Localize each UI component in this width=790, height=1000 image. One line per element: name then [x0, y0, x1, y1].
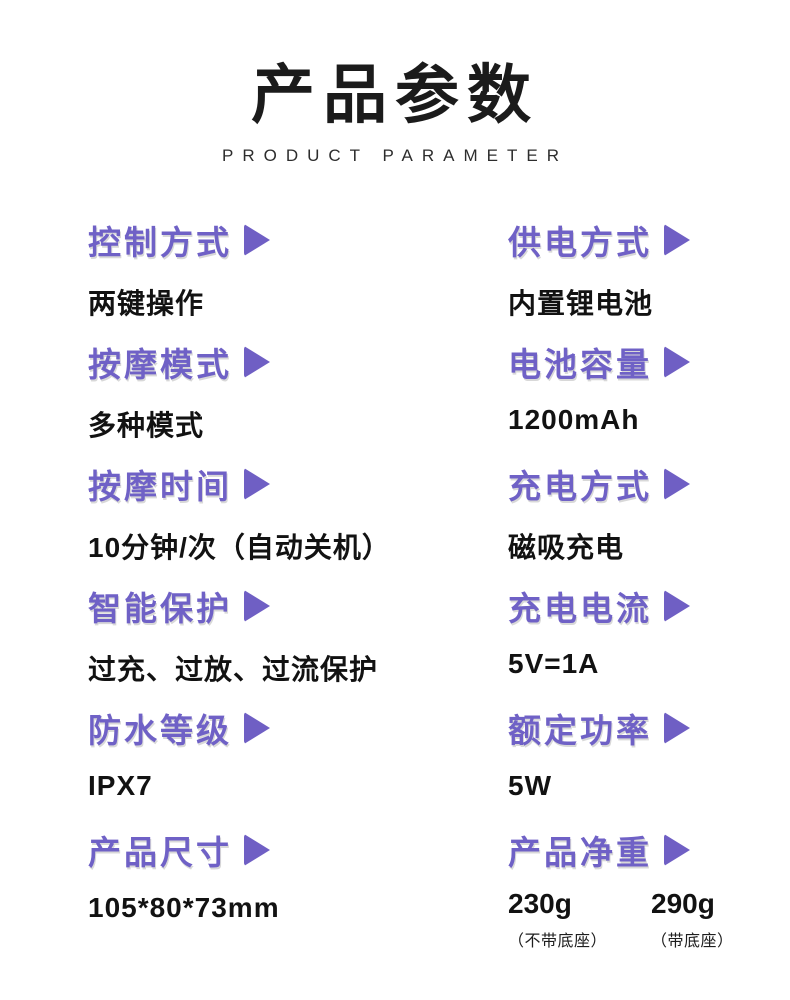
param-value: 过充、过放、过流保护 [88, 654, 379, 686]
param-value: 两键操作 [88, 288, 205, 320]
param-charging-current: 充电电流 5V=1A [508, 582, 790, 704]
param-label: 按摩模式 [88, 346, 232, 384]
param-label-row: 充电电流 [508, 582, 790, 630]
param-label: 额定功率 [508, 712, 652, 750]
param-label-row: 产品净重 [508, 826, 790, 874]
param-massage-mode: 按摩模式 多种模式 [88, 338, 508, 460]
param-value: 5W [508, 770, 552, 802]
page-title: 产品参数 [251, 59, 539, 131]
parameter-grid: 控制方式 两键操作 供电方式 内置锂电池 按摩模式 多种模式 电池容量 [0, 216, 790, 951]
param-label-row: 供电方式 [508, 216, 790, 264]
param-label: 电池容量 [508, 346, 652, 384]
param-value: 10分钟/次（自动关机） [88, 532, 391, 564]
page-header: 产品参数 PRODUCT PARAMETER [0, 0, 790, 166]
param-label-row: 按摩模式 [88, 338, 508, 386]
arrow-right-icon [664, 590, 690, 623]
arrow-right-icon [664, 346, 690, 379]
param-value: 内置锂电池 [508, 288, 654, 320]
param-label: 控制方式 [88, 224, 232, 262]
weight-with-base: 290g （带底座） [651, 888, 734, 951]
param-label-row: 产品尺寸 [88, 826, 508, 874]
page-subtitle: PRODUCT PARAMETER [221, 146, 568, 166]
param-label-row: 防水等级 [88, 704, 508, 752]
param-label: 供电方式 [508, 224, 652, 262]
weight-without-base: 230g （不带底座） [508, 888, 607, 951]
param-net-weight: 产品净重 230g （不带底座） 290g （带底座） [508, 826, 790, 951]
param-charging-method: 充电方式 磁吸充电 [508, 460, 790, 582]
param-label: 智能保护 [88, 590, 232, 628]
weight-options: 230g （不带底座） 290g （带底座） [508, 888, 790, 951]
param-control-mode: 控制方式 两键操作 [88, 216, 508, 338]
param-label-row: 充电方式 [508, 460, 790, 508]
param-value: 多种模式 [88, 410, 205, 442]
arrow-right-icon [244, 590, 270, 623]
param-label: 按摩时间 [88, 468, 232, 506]
param-value: 1200mAh [508, 404, 640, 436]
param-product-size: 产品尺寸 105*80*73mm [88, 826, 508, 948]
param-label: 防水等级 [88, 712, 232, 750]
param-value: 105*80*73mm [88, 892, 280, 924]
arrow-right-icon [664, 712, 690, 745]
arrow-right-icon [244, 468, 270, 501]
param-value: 磁吸充电 [508, 532, 625, 564]
param-label-row: 控制方式 [88, 216, 508, 264]
param-rated-power: 额定功率 5W [508, 704, 790, 826]
param-label: 充电电流 [508, 590, 652, 628]
param-value: 5V=1A [508, 648, 600, 680]
param-label-row: 按摩时间 [88, 460, 508, 508]
arrow-right-icon [244, 834, 270, 867]
weight-value: 290g [651, 888, 715, 920]
arrow-right-icon [664, 468, 690, 501]
param-battery-capacity: 电池容量 1200mAh [508, 338, 790, 460]
weight-note: （带底座） [651, 933, 734, 951]
param-massage-time: 按摩时间 10分钟/次（自动关机） [88, 460, 508, 582]
param-label: 产品尺寸 [88, 834, 232, 872]
param-label-row: 额定功率 [508, 704, 790, 752]
arrow-right-icon [664, 834, 690, 867]
param-smart-protection: 智能保护 过充、过放、过流保护 [88, 582, 508, 704]
param-power-supply: 供电方式 内置锂电池 [508, 216, 790, 338]
weight-note: （不带底座） [508, 933, 608, 951]
arrow-right-icon [664, 224, 690, 257]
param-label: 充电方式 [508, 468, 652, 506]
arrow-right-icon [244, 224, 270, 257]
param-label-row: 电池容量 [508, 338, 790, 386]
param-label: 产品净重 [508, 834, 652, 872]
param-label-row: 智能保护 [88, 582, 508, 630]
weight-value: 230g [508, 888, 572, 920]
arrow-right-icon [244, 712, 270, 745]
param-value: IPX7 [88, 770, 153, 802]
param-waterproof-rating: 防水等级 IPX7 [88, 704, 508, 826]
arrow-right-icon [244, 346, 270, 379]
